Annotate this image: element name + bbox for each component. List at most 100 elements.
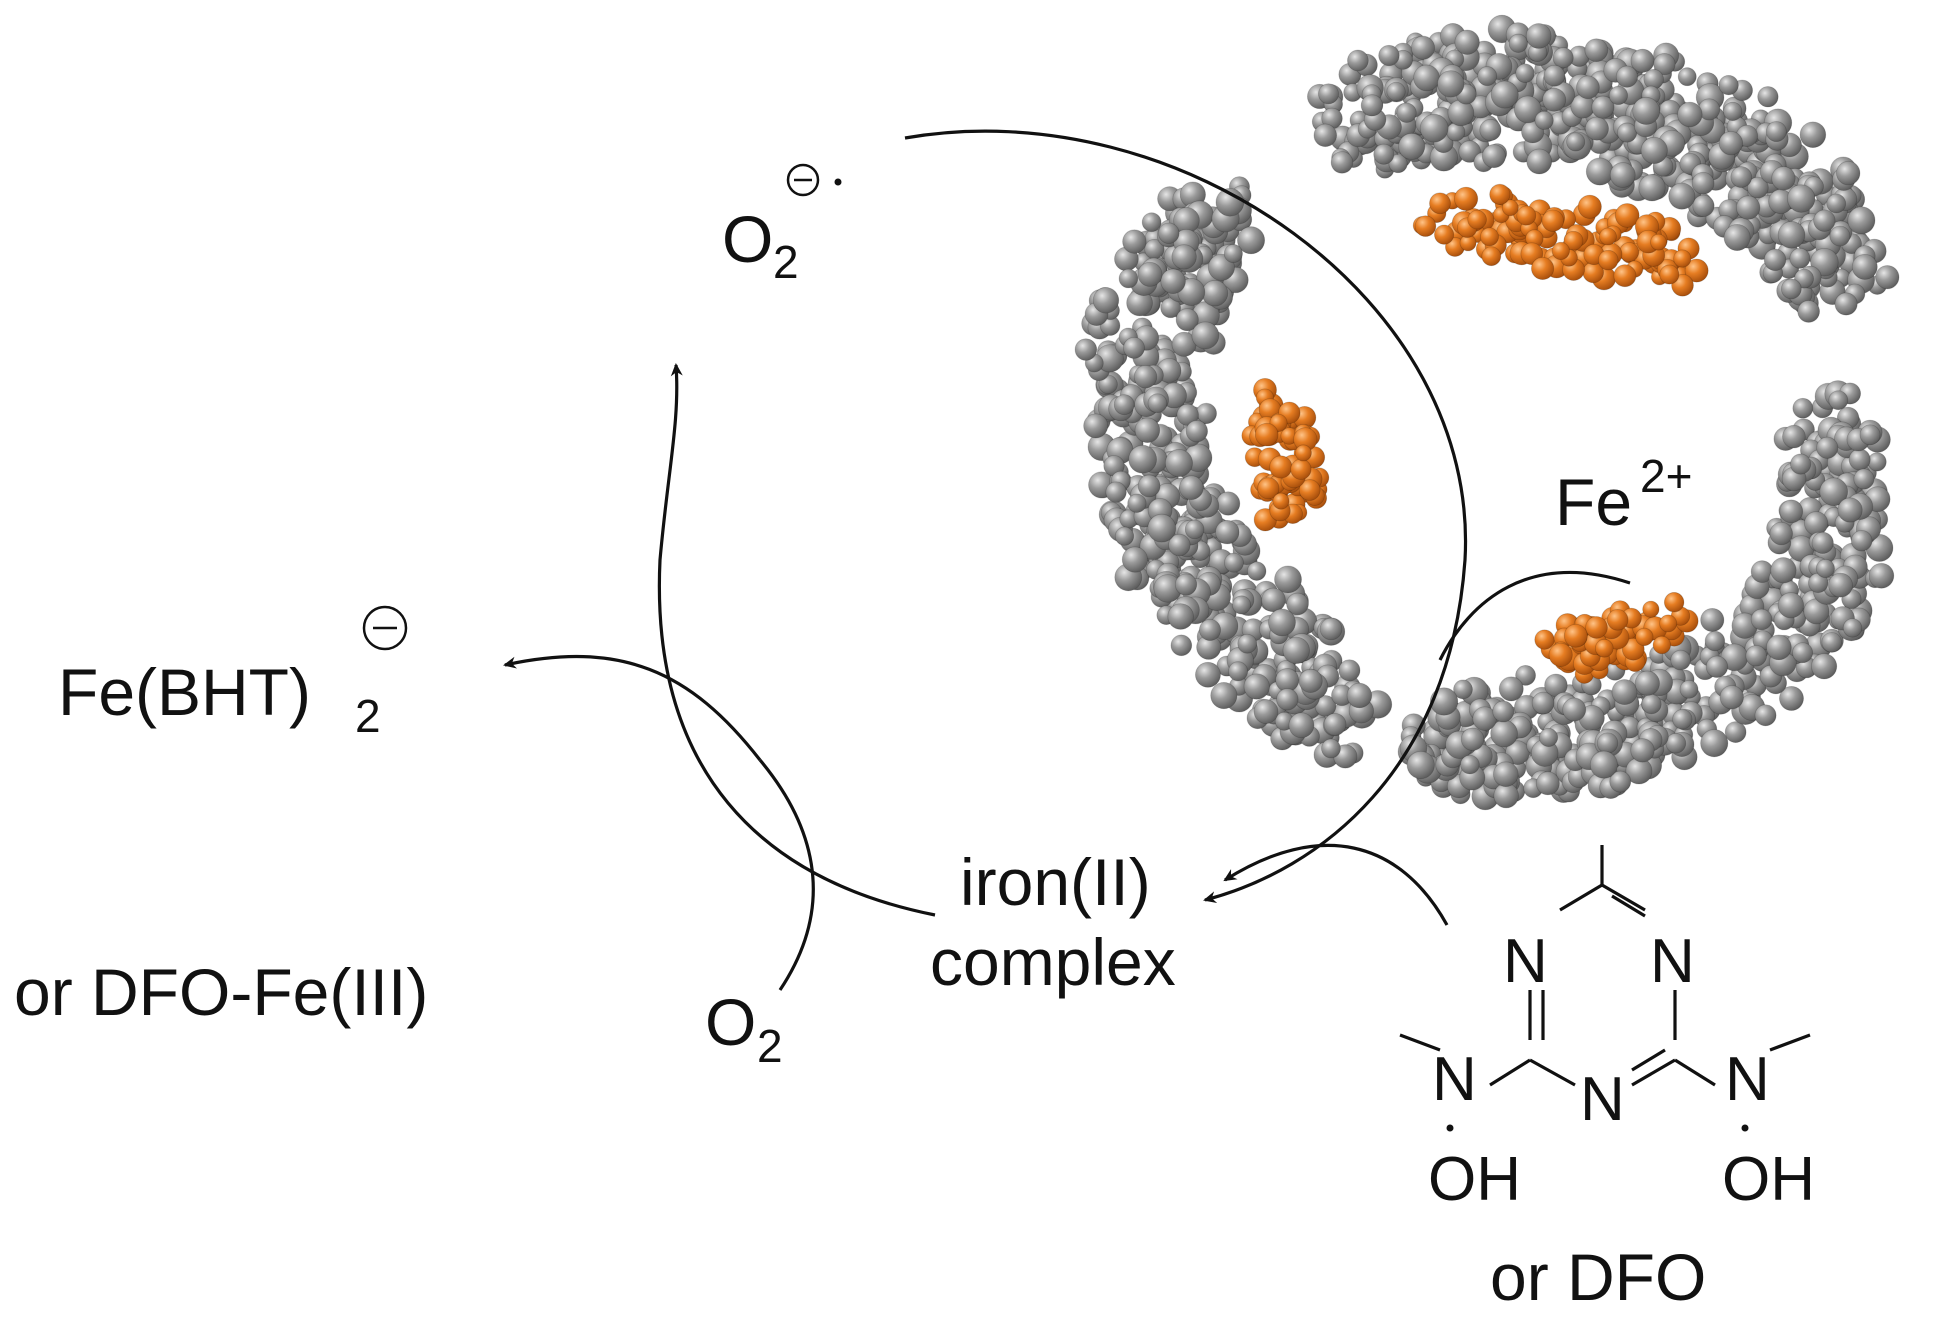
dfo-fe-label: or DFO-Fe(III) <box>14 955 428 1029</box>
atom-sphere <box>1460 754 1480 775</box>
atom-sphere <box>1642 600 1660 618</box>
guest-molecule-top <box>1412 183 1709 297</box>
atom-sphere <box>1323 713 1347 736</box>
atom-sphere <box>1114 526 1135 546</box>
atom-sphere <box>1584 116 1609 141</box>
atom-sphere <box>1811 653 1838 680</box>
atom-sphere <box>1665 732 1687 754</box>
svg-text:N: N <box>1580 1065 1625 1134</box>
atom-sphere <box>1589 750 1618 779</box>
atom-sphere <box>1635 627 1654 647</box>
atom-sphere <box>1481 246 1502 267</box>
atom-sphere <box>1799 121 1827 148</box>
atom-sphere <box>1170 634 1193 657</box>
atom-sphere <box>1789 247 1811 269</box>
atom-sphere <box>1659 614 1678 633</box>
atom-sphere <box>1201 279 1229 307</box>
atom-sphere <box>1777 592 1804 619</box>
o2-label: O 2 <box>705 985 783 1072</box>
atom-sphere <box>1396 102 1417 123</box>
atom-sphere <box>1816 436 1839 459</box>
atom-sphere <box>1137 474 1161 498</box>
atom-sphere <box>1477 66 1498 87</box>
atom-sphere <box>1551 241 1570 261</box>
atom-sphere <box>1458 140 1481 163</box>
atom-sphere <box>1174 573 1198 596</box>
svg-text:N: N <box>1432 1045 1477 1114</box>
atom-sphere <box>1128 444 1157 474</box>
atom-sphere <box>1804 511 1829 536</box>
atom-sphere <box>1779 499 1804 524</box>
atom-sphere <box>1195 661 1221 688</box>
atom-sphere <box>1677 101 1703 128</box>
atom-sphere <box>1576 75 1600 100</box>
atom-sphere <box>1113 394 1135 416</box>
atom-sphere <box>1479 118 1502 142</box>
atom-sphere <box>1652 635 1671 655</box>
atom-sphere <box>1313 123 1338 148</box>
atom-sphere <box>1118 268 1139 289</box>
atom-sphere <box>1719 685 1744 710</box>
iron-complex-label: iron(II) complex <box>930 845 1176 999</box>
cage-fragment-right <box>1397 380 1895 811</box>
atom-sphere <box>1460 727 1485 751</box>
atom-sphere <box>1851 253 1878 280</box>
atom-sphere <box>1632 96 1661 125</box>
atom-sphere <box>1769 521 1793 546</box>
atom-sphere <box>1269 455 1293 479</box>
minus-charge-icon <box>362 605 408 651</box>
atom-sphere <box>1147 513 1177 543</box>
atom-sphere <box>1141 212 1162 233</box>
atom-sphere <box>1828 390 1849 411</box>
atom-sphere <box>1828 572 1853 598</box>
atom-sphere <box>1388 153 1408 174</box>
atom-sphere <box>1481 144 1506 169</box>
atom-sphere <box>1663 592 1685 613</box>
atom-sphere <box>1526 148 1553 175</box>
atom-sphere <box>1373 143 1395 165</box>
atom-sphere <box>1640 136 1668 165</box>
atom-sphere <box>1770 557 1797 584</box>
atom-sphere <box>1198 618 1222 641</box>
atom-sphere <box>1668 182 1696 210</box>
fe-bht-label: Fe(BHT) 2 <box>58 605 408 742</box>
svg-text:2+: 2+ <box>1640 450 1692 502</box>
o2-input-curve <box>758 758 815 991</box>
atom-sphere <box>1782 424 1806 449</box>
atom-sphere <box>1779 685 1804 711</box>
atom-sphere <box>1083 413 1109 439</box>
atom-sphere <box>1531 256 1555 281</box>
fe2-label: Fe 2+ <box>1555 450 1692 539</box>
atom-sphere <box>1684 258 1709 283</box>
atom-sphere <box>1563 230 1584 251</box>
atom-sphere <box>1853 468 1875 490</box>
atom-sphere <box>1531 691 1555 715</box>
svg-text:complex: complex <box>930 925 1176 999</box>
atom-sphere <box>1253 699 1279 724</box>
atom-sphere <box>1228 661 1249 682</box>
atom-sphere <box>1298 479 1321 501</box>
atom-sphere <box>1231 595 1252 615</box>
atom-sphere <box>1223 552 1244 573</box>
atom-sphere <box>1429 192 1451 215</box>
atom-sphere <box>1493 761 1519 787</box>
atom-sphere <box>1215 519 1240 545</box>
atom-sphere <box>1850 529 1873 552</box>
atom-sphere <box>1543 64 1566 87</box>
atom-sphere <box>1723 223 1751 251</box>
atom-sphere <box>1319 617 1343 641</box>
atom-sphere <box>1276 688 1299 711</box>
svg-text:2: 2 <box>757 1020 783 1072</box>
atom-sphere <box>1467 209 1487 230</box>
atom-sphere <box>1074 338 1098 361</box>
catalytic-cycle-arc-lower <box>657 363 936 917</box>
atom-sphere <box>1330 151 1354 174</box>
atom-sphere <box>1413 64 1440 92</box>
atom-sphere <box>1480 227 1499 247</box>
svg-text:Fe: Fe <box>1555 465 1632 539</box>
atom-sphere <box>1613 264 1637 288</box>
atom-sphere <box>1596 732 1619 754</box>
atom-sphere <box>1634 670 1660 696</box>
svg-text:2: 2 <box>773 236 799 288</box>
atom-sphere <box>1184 519 1205 540</box>
